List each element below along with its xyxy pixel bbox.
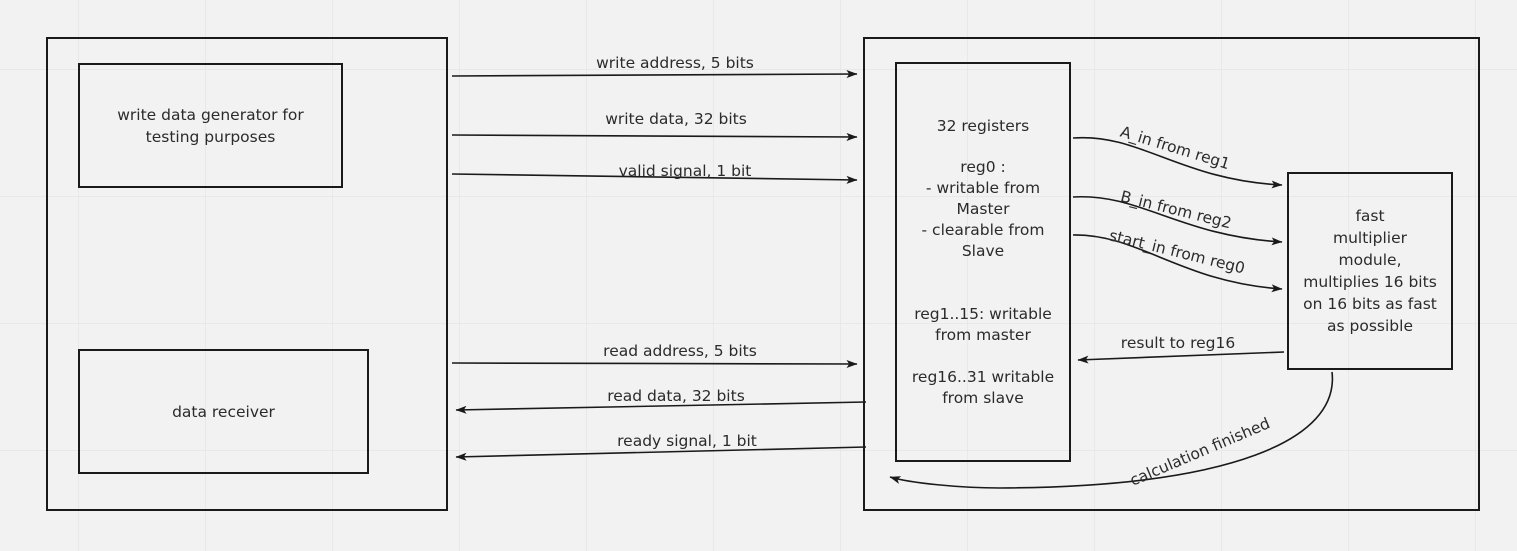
arrow-write-data (451, 132, 858, 141)
testbench-container[interactable] (46, 37, 448, 511)
label-write-address: write address, 5 bits (596, 53, 754, 72)
label-read-address: read address, 5 bits (603, 341, 757, 360)
fast-multiplier-block[interactable]: fast multiplier module, multiplies 16 bi… (1287, 172, 1453, 370)
label-read-data: read data, 32 bits (607, 386, 745, 405)
dut-container[interactable] (863, 37, 1480, 511)
label-write-data: write data, 32 bits (605, 109, 747, 128)
label-ready-signal: ready signal, 1 bit (617, 431, 757, 450)
label-valid-signal: valid signal, 1 bit (618, 161, 752, 180)
label-result-to-reg16: result to reg16 (1120, 333, 1236, 352)
data-receiver-label: data receiver (172, 402, 275, 421)
data-receiver-block[interactable]: data receiver (78, 349, 369, 474)
registers-label: 32 registers reg0 : - writable from Mast… (911, 116, 1055, 407)
registers-block[interactable]: 32 registers reg0 : - writable from Mast… (895, 62, 1071, 462)
arrow-write-address (451, 70, 858, 79)
write-data-generator-block[interactable]: write data generator for testing purpose… (78, 63, 343, 188)
arrow-read-address (451, 359, 858, 368)
fast-multiplier-label: fast multiplier module, multiplies 16 bi… (1303, 207, 1437, 335)
write-data-generator-label: write data generator for testing purpose… (117, 105, 304, 146)
